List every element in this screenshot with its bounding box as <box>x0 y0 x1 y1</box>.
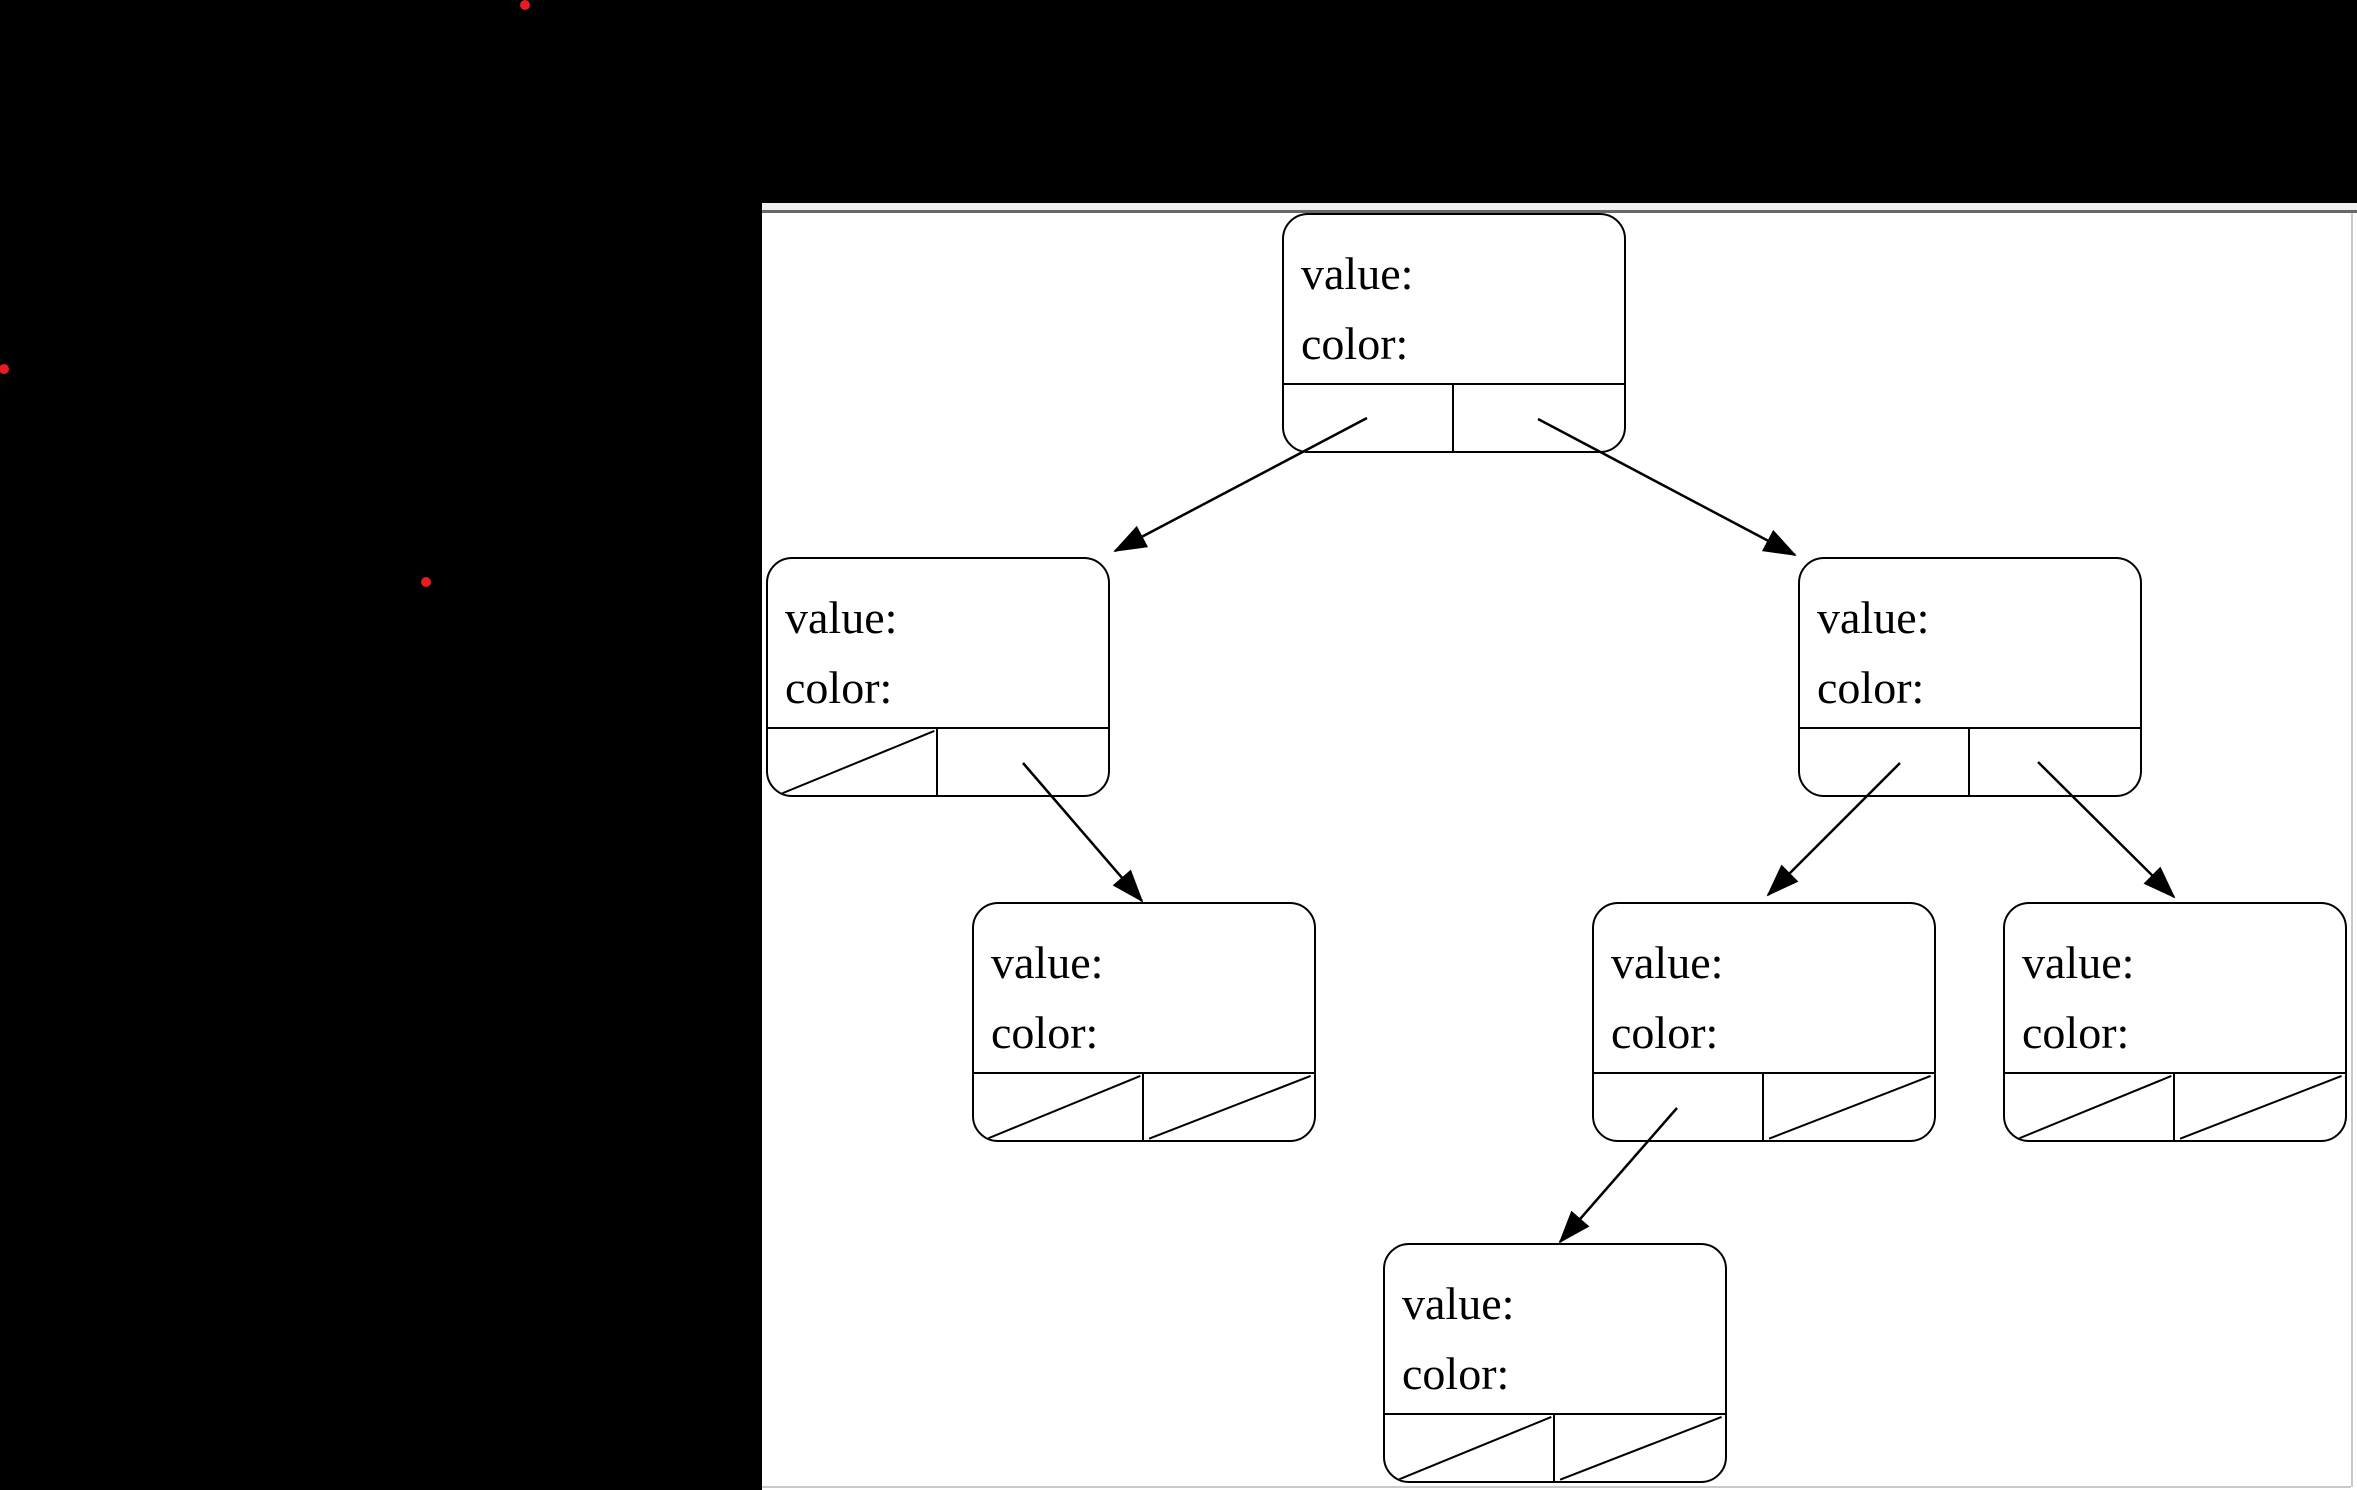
value-label: value: <box>1301 248 1414 299</box>
node-fields: value: color: <box>1594 904 1934 1072</box>
pointer-row <box>1594 1072 1934 1140</box>
value-label: value: <box>785 592 898 643</box>
value-label: value: <box>991 937 1104 988</box>
panel-top-edge <box>762 203 2357 213</box>
pointer-row <box>1284 383 1624 451</box>
left-pointer-cell <box>1385 1415 1555 1481</box>
color-label: color: <box>785 662 893 713</box>
node-fields: value: color: <box>974 904 1314 1072</box>
color-label: color: <box>991 1007 1099 1058</box>
value-label: value: <box>1611 937 1724 988</box>
null-slash <box>1764 1074 1934 1140</box>
null-slash <box>2005 1074 2173 1140</box>
tree-node-root: value: color: <box>1282 213 1626 453</box>
laser-pointer-dot <box>421 577 431 587</box>
tree-node-left-right-grandchild: value: color: <box>972 902 1316 1142</box>
right-pointer-cell <box>1144 1074 1314 1140</box>
pointer-row <box>768 727 1108 795</box>
node-fields: value: color: <box>1284 215 1624 383</box>
right-pointer-cell <box>1764 1074 1934 1140</box>
pointer-row <box>1385 1413 1725 1481</box>
pointer-row <box>2005 1072 2345 1140</box>
tree-node-left-child: value: color: <box>766 557 1110 797</box>
tree-node-right-right-grandchild: value: color: <box>2003 902 2347 1142</box>
null-slash <box>2175 1074 2345 1140</box>
null-slash <box>1555 1415 1725 1481</box>
color-label: color: <box>1611 1007 1719 1058</box>
right-pointer-cell <box>1555 1415 1725 1481</box>
color-label: color: <box>2022 1007 2130 1058</box>
value-label: value: <box>1817 592 1930 643</box>
color-label: color: <box>1301 318 1409 369</box>
value-label: value: <box>2022 937 2135 988</box>
null-slash <box>1144 1074 1314 1140</box>
node-fields: value: color: <box>1385 1245 1725 1413</box>
node-fields: value: color: <box>768 559 1108 727</box>
left-pointer-cell <box>974 1074 1144 1140</box>
null-slash <box>768 729 936 795</box>
left-pointer-cell <box>768 729 938 795</box>
right-pointer-cell <box>1970 729 2140 795</box>
left-pointer-cell <box>1800 729 1970 795</box>
panel-bottom-edge <box>762 1486 2351 1488</box>
node-fields: value: color: <box>1800 559 2140 727</box>
right-pointer-cell <box>1454 385 1624 451</box>
right-pointer-cell <box>938 729 1108 795</box>
tree-node-right-child: value: color: <box>1798 557 2142 797</box>
color-label: color: <box>1817 662 1925 713</box>
left-pointer-cell <box>2005 1074 2175 1140</box>
node-fields: value: color: <box>2005 904 2345 1072</box>
value-label: value: <box>1402 1278 1515 1329</box>
pointer-row <box>974 1072 1314 1140</box>
null-slash <box>974 1074 1142 1140</box>
color-label: color: <box>1402 1348 1510 1399</box>
panel-right-edge <box>2351 213 2353 1487</box>
null-slash <box>1385 1415 1553 1481</box>
left-pointer-cell <box>1284 385 1454 451</box>
laser-pointer-dot <box>520 0 530 10</box>
pointer-row <box>1800 727 2140 795</box>
left-pointer-cell <box>1594 1074 1764 1140</box>
tree-node-great-grandchild: value: color: <box>1383 1243 1727 1483</box>
tree-node-right-left-grandchild: value: color: <box>1592 902 1936 1142</box>
right-pointer-cell <box>2175 1074 2345 1140</box>
laser-pointer-dot <box>0 364 9 374</box>
